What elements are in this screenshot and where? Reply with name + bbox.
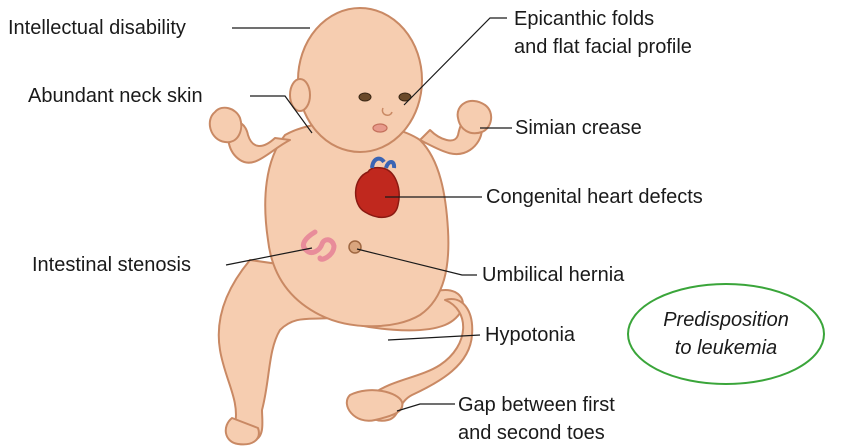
label-intestinal-stenosis: Intestinal stenosis — [32, 252, 191, 278]
left-eye — [359, 93, 371, 101]
label-flat-facial-profile: and flat facial profile — [514, 34, 692, 60]
label-and-second-toes: and second toes — [458, 420, 605, 446]
callout-predisposition: Predisposition — [628, 307, 824, 333]
leader-toes — [397, 404, 455, 411]
label-congenital-heart-defects: Congenital heart defects — [486, 184, 703, 210]
head — [298, 8, 422, 152]
label-abundant-neck-skin: Abundant neck skin — [28, 83, 203, 109]
left-hand — [210, 108, 241, 142]
leukemia-callout-oval — [628, 284, 824, 384]
baby-figure — [210, 8, 491, 444]
umbilical-hernia-illustration — [349, 241, 361, 253]
label-simian-crease: Simian crease — [515, 115, 642, 141]
label-epicanthic-folds: Epicanthic folds — [514, 6, 654, 32]
mouth — [373, 124, 387, 132]
label-hypotonia: Hypotonia — [485, 322, 575, 348]
label-intellectual-disability: Intellectual disability — [8, 15, 186, 41]
heart-illustration — [356, 168, 400, 218]
callout-to-leukemia: to leukemia — [628, 335, 824, 361]
label-gap-between-toes: Gap between first — [458, 392, 615, 418]
label-umbilical-hernia: Umbilical hernia — [482, 262, 624, 288]
